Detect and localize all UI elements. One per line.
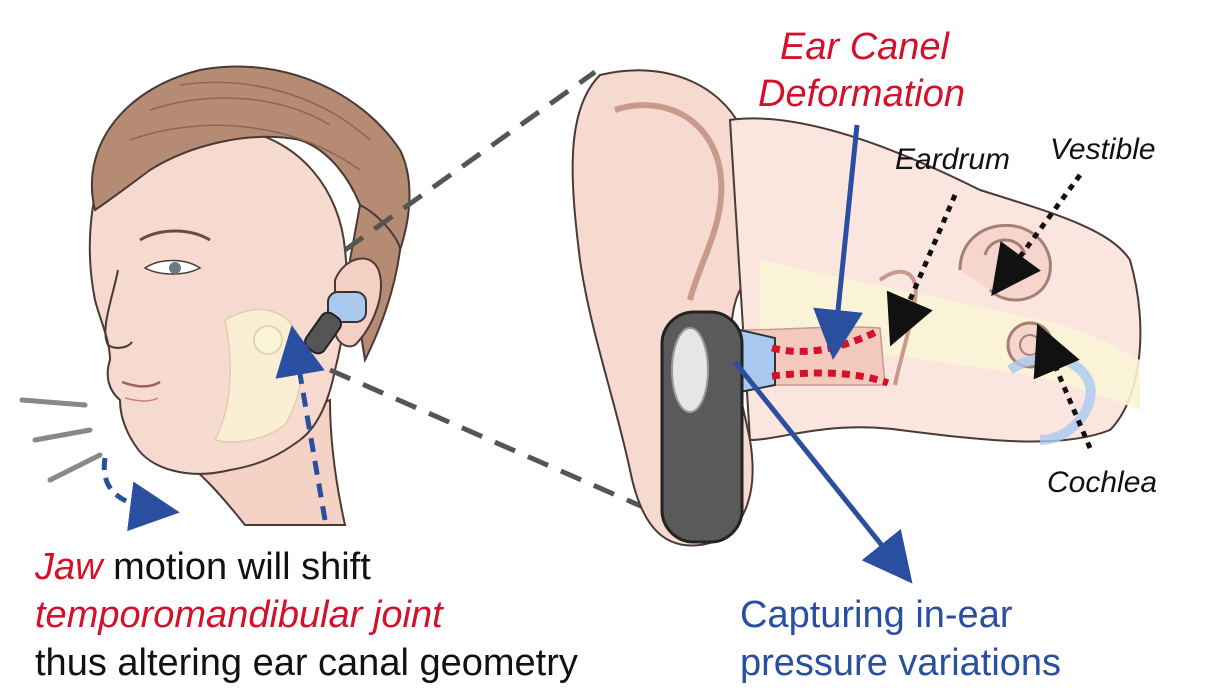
vestible-label: Vestible [1050,133,1156,166]
jaw-word: Jaw [35,546,103,588]
caption-left-line1: Jaw motion will shift [35,548,371,586]
jaw-motion-arrow [101,457,180,532]
earbud-icon [660,310,776,544]
caption-right-line1: Capturing in-ear [740,594,1013,636]
zoom-connector-lines [328,69,652,513]
ear-canal-label-line2: Deformation [758,73,965,115]
deformation-pointer-arrow [813,124,863,360]
eardrum-label: Eardrum [895,143,1011,176]
head-illustration-icon [88,65,411,526]
anatomy-pointer-arrows [886,173,1093,449]
caption-left-line3: thus altering ear canal geometry [35,642,578,684]
motion-text: motion will shift [102,546,371,588]
caption-left-line2: temporomandibular joint [35,594,443,636]
caption-right-line2: pressure variations [740,642,1062,684]
speech-lines-icon [19,397,103,483]
tmj-shift-arrow [275,325,328,521]
pressure-pointer-arrow [733,360,913,584]
ear-canal-label-line1: Ear Canel [780,26,949,68]
cochlea-label: Cochlea [1047,466,1158,499]
